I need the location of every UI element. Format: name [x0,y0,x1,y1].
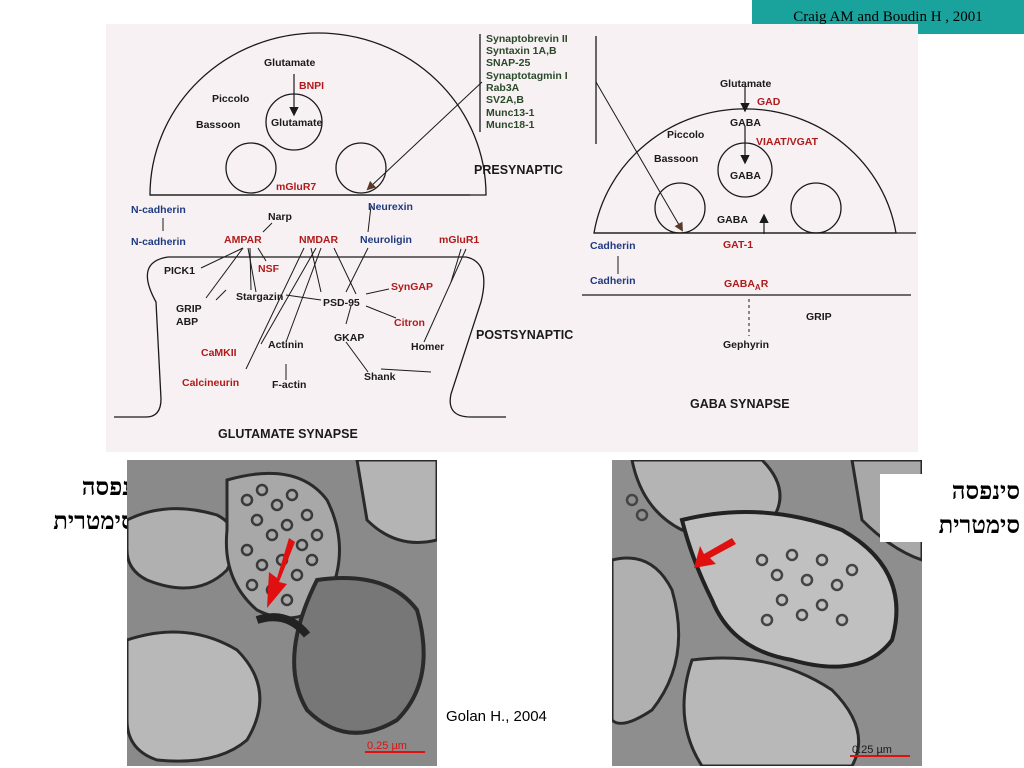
presynaptic-label: PRESYNAPTIC [474,163,563,177]
asymmetric-pointer-arrow [267,538,295,608]
golan-credit: Golan H., 2004 [446,708,547,725]
gaba-label-2: GABA [730,170,761,182]
neuroligin-label: Neuroligin [360,234,412,246]
protein-item: Syntaxin 1A,B [486,45,557,57]
gaba-bassoon-label: Bassoon [654,153,698,165]
abp-label: ABP [176,316,198,328]
gephyrin-label: Gephyrin [723,339,769,351]
postsynaptic-label: POSTSYNAPTIC [476,328,573,342]
shank-label: Shank [364,371,396,383]
protein-item: Synaptobrevin II [486,33,568,45]
gaba-synapse-caption: GABA SYNAPSE [690,397,790,411]
em-image-asymmetric: 0.25 µm [127,460,437,766]
gabaar-label: GABAAR [724,278,769,292]
gaba-glutamate-label: Glutamate [720,78,772,90]
grip-label: GRIP [176,303,202,315]
narp-label: Narp [268,211,292,223]
n-cadherin-pre-label: N-cadherin [131,204,186,216]
glut-presynaptic-terminal [149,32,487,196]
mglur7-label: mGluR7 [276,181,316,193]
symmetric-synapse-label: סינפסה סימטרית [880,474,1020,542]
syngap-label: SynGAP [391,281,433,293]
em-micrograph-asymmetric: 0.25 µm [127,460,437,766]
glut-vesicle-left [225,142,277,194]
protein-item: Synaptotagmin I [486,70,568,82]
symmetric-line-2: סימטרית [938,510,1020,539]
glut-piccolo-label: Piccolo [212,93,249,105]
camkii-label: CaMKII [201,347,237,359]
nsf-label: NSF [258,263,280,275]
homer-label: Homer [411,341,444,353]
glutamate-synapse-caption: GLUTAMATE SYNAPSE [218,427,358,441]
scale-bar-right: 0.25 µm [852,744,892,756]
synapse-diagram-svg: Glutamate BNPI Glutamate Piccolo Bassoon… [114,32,916,441]
neurexin-label: Neurexin [368,201,413,213]
gad-label: GAD [757,96,781,108]
stargazin-label: Stargazin [236,291,283,303]
mglur1-label: mGluR1 [439,234,479,246]
glut-bassoon-label: Bassoon [196,119,240,131]
scale-bar-left: 0.25 µm [367,740,407,752]
synapse-diagram: Glutamate BNPI Glutamate Piccolo Bassoon… [106,24,918,452]
gaba-cadherin-pre-label: Cadherin [590,240,636,252]
gaba-label-3: GABA [717,214,748,226]
protein-item: Munc13-1 [486,107,535,119]
protein-item: SNAP-25 [486,57,531,69]
factin-label: F-actin [272,379,306,391]
gaba-cadherin-post-label: Cadherin [590,275,636,287]
symmetric-line-1: סינפסה [951,476,1020,505]
actinin-label: Actinin [268,339,304,351]
protein-item: Munc18-1 [486,119,535,131]
em-image-symmetric: 0.25 µm [612,460,922,766]
gaba-piccolo-label: Piccolo [667,129,704,141]
release-protein-list: Synaptobrevin II Syntaxin 1A,B SNAP-25 S… [486,33,568,131]
gaba-presynaptic-terminal [593,108,897,234]
glut-glutamate-label: Glutamate [264,57,316,69]
vesicle-glutamate-label: Glutamate [271,117,323,129]
pick1-label: PICK1 [164,265,195,277]
nmdar-label: NMDAR [299,234,338,246]
bnpi-label: BNPI [299,80,324,92]
protein-item: Rab3A [486,82,520,94]
gaba-grip-label: GRIP [806,311,832,323]
gkap-label: GKAP [334,332,364,344]
glut-postsynaptic-spine [114,256,506,418]
psd95-label: PSD-95 [323,297,360,309]
gaba-vesicle-left [654,182,706,234]
n-cadherin-post-label: N-cadherin [131,236,186,248]
gaba-vesicle-right [790,182,842,234]
citron-label: Citron [394,317,425,329]
em-micrograph-symmetric: 0.25 µm [612,460,922,766]
ampar-label: AMPAR [224,234,262,246]
symmetric-pointer-arrow [694,538,736,568]
calcineurin-label: Calcineurin [182,377,239,389]
viaat-label: VIAAT/VGAT [756,136,819,148]
glut-vesicle-right [335,142,387,194]
protein-item: SV2A,B [486,94,524,106]
gaba-label-1: GABA [730,117,761,129]
gat1-label: GAT-1 [723,239,753,251]
